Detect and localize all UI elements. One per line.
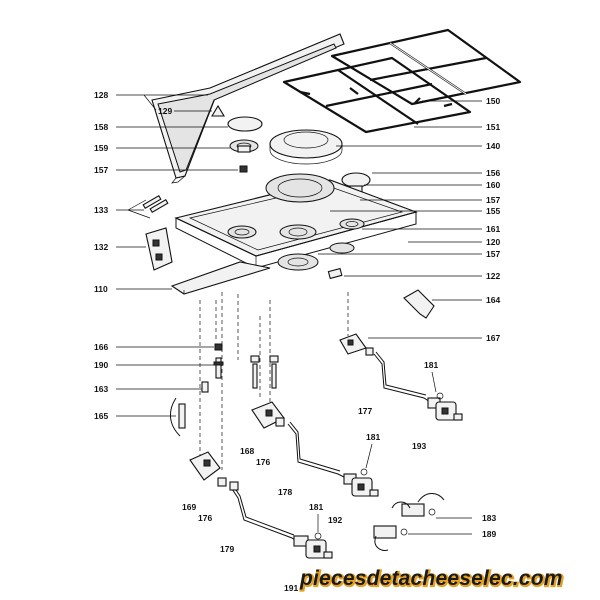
label-191: 191 <box>284 583 298 593</box>
label-177: 177 <box>358 406 372 416</box>
lid-128 <box>151 33 345 184</box>
screws-133 <box>142 195 169 213</box>
hob-pan-120 <box>174 173 418 271</box>
label-190: 190 <box>94 360 108 370</box>
dashed-guides <box>199 292 349 470</box>
grate-150 <box>330 28 522 106</box>
label-167: 167 <box>486 333 500 343</box>
label-164: 164 <box>486 295 500 305</box>
nut-176a <box>217 477 227 487</box>
label-122: 122 <box>486 271 500 281</box>
spring-181c <box>436 392 444 400</box>
label-157c: 157 <box>486 249 500 259</box>
label-151: 151 <box>486 122 500 132</box>
label-157b: 157 <box>486 195 500 205</box>
label-132: 132 <box>94 242 108 252</box>
switch-183 <box>401 493 445 517</box>
watermark-outline: piecesdetacheeselec.com <box>300 568 564 591</box>
label-176a: 176 <box>198 513 212 523</box>
label-192: 192 <box>328 515 342 525</box>
tap-191 <box>293 535 333 559</box>
valve-167 <box>339 333 374 356</box>
label-140: 140 <box>486 141 500 151</box>
label-133: 133 <box>94 205 108 215</box>
label-128: 128 <box>94 90 108 100</box>
label-169: 169 <box>182 502 196 512</box>
thermocouple-190 <box>213 357 224 379</box>
label-150: 150 <box>486 96 500 106</box>
tap-193 <box>427 397 463 421</box>
bracket-110 <box>170 261 271 295</box>
label-160: 160 <box>486 180 500 190</box>
label-193: 193 <box>412 441 426 451</box>
bracket-132 <box>145 227 173 271</box>
label-156: 156 <box>486 168 500 178</box>
label-176b: 176 <box>256 457 270 467</box>
label-110: 110 <box>94 284 108 294</box>
label-183: 183 <box>482 513 496 523</box>
label-181a: 181 <box>309 502 323 512</box>
electrode-165 <box>170 397 186 437</box>
label-129: 129 <box>158 106 172 116</box>
burner-cap-129 <box>211 104 225 117</box>
clip-122 <box>327 267 343 280</box>
burner-159 <box>229 139 259 153</box>
callout-labels: 128 129 158 159 157 133 132 110 166 190 … <box>94 90 500 593</box>
burner-cap-158 <box>227 116 263 132</box>
spring-181b <box>360 468 368 476</box>
label-120: 120 <box>486 237 500 247</box>
label-168: 168 <box>240 446 254 456</box>
watermark-text: piecesdetacheeselec.com <box>299 567 563 590</box>
label-178: 178 <box>278 487 292 497</box>
label-159: 159 <box>94 143 108 153</box>
nut-176b <box>275 417 285 427</box>
thermocouple-upper-a <box>250 355 260 389</box>
tap-192 <box>343 473 379 497</box>
thermocouple-166 <box>214 343 223 351</box>
pipe-177 <box>373 351 431 403</box>
bracket-164 <box>403 289 435 319</box>
label-181c: 181 <box>424 360 438 370</box>
label-161: 161 <box>486 224 500 234</box>
injector-157a <box>239 165 248 173</box>
label-163: 163 <box>94 384 108 394</box>
label-181b: 181 <box>366 432 380 442</box>
label-157a: 157 <box>94 165 108 175</box>
valve-169 <box>189 451 221 481</box>
label-166: 166 <box>94 342 108 352</box>
label-158: 158 <box>94 122 108 132</box>
pipe-178 <box>287 421 347 479</box>
burner-cap-140 <box>269 129 343 165</box>
electrode-163 <box>201 381 209 393</box>
site-watermark: piecesdetacheeselec.com piecesdetacheese… <box>299 567 565 592</box>
grate-151 <box>282 56 472 134</box>
spring-181a <box>314 532 322 540</box>
leader-lines <box>116 94 482 535</box>
label-165: 165 <box>94 411 108 421</box>
label-155: 155 <box>486 206 500 216</box>
label-179: 179 <box>220 544 234 554</box>
thermocouple-upper-b <box>269 355 279 389</box>
label-189: 189 <box>482 529 496 539</box>
switch-189 <box>373 501 411 551</box>
